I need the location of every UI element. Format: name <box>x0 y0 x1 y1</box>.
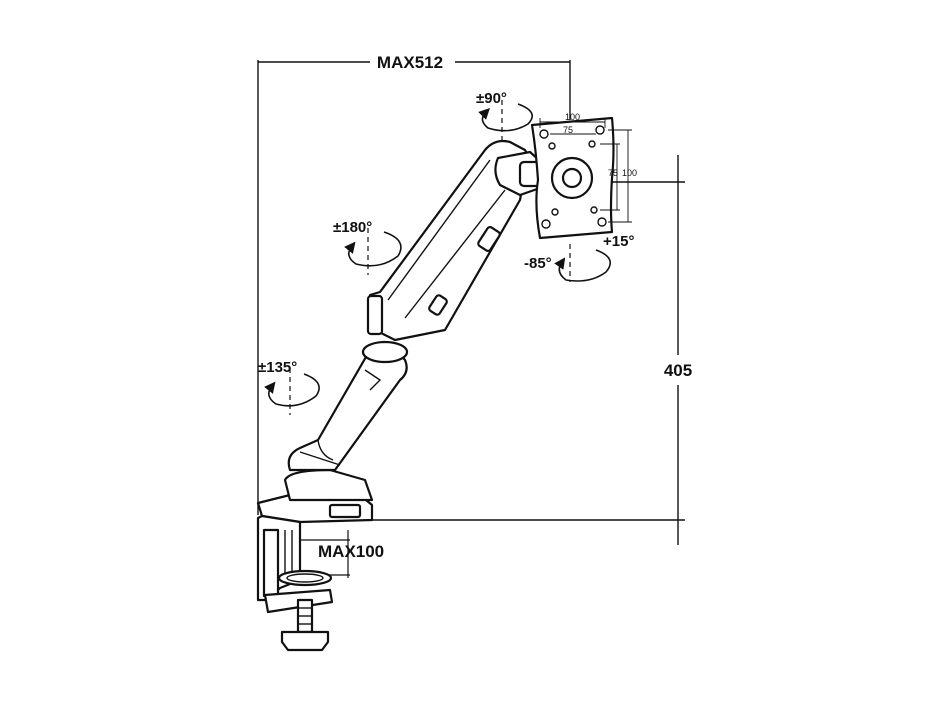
swivel-arm-indicator: ±180° <box>333 219 402 275</box>
max-reach-dimension: MAX512 <box>257 53 571 515</box>
vesa-side-100-label: 100 <box>622 168 637 178</box>
clamp-max-label: MAX100 <box>318 542 384 561</box>
vesa-plate <box>530 116 615 240</box>
lower-arm <box>287 340 409 472</box>
swivel-arm-label: ±180° <box>333 219 372 236</box>
swivel-head-label: ±90° <box>476 90 507 107</box>
tilt-down-label: -85° <box>524 255 552 272</box>
swivel-base-label: ±135° <box>258 359 297 376</box>
tilt-indicator: +15° -85° <box>524 233 634 282</box>
max-reach-label: MAX512 <box>377 53 443 72</box>
vesa-top-100-label: 100 <box>565 112 580 122</box>
swivel-base-indicator: ±135° <box>258 359 320 415</box>
vesa-side-75-label: 75 <box>608 168 618 178</box>
desk-clamp <box>256 468 374 652</box>
vesa-top-75-label: 75 <box>563 125 573 135</box>
tilt-up-label: +15° <box>603 233 634 250</box>
height-label: 405 <box>664 361 692 380</box>
swivel-head-indicator: ±90° <box>476 90 534 140</box>
vesa-dimensions: 100 75 75 100 <box>539 112 637 223</box>
height-dimension: 405 <box>370 155 692 545</box>
